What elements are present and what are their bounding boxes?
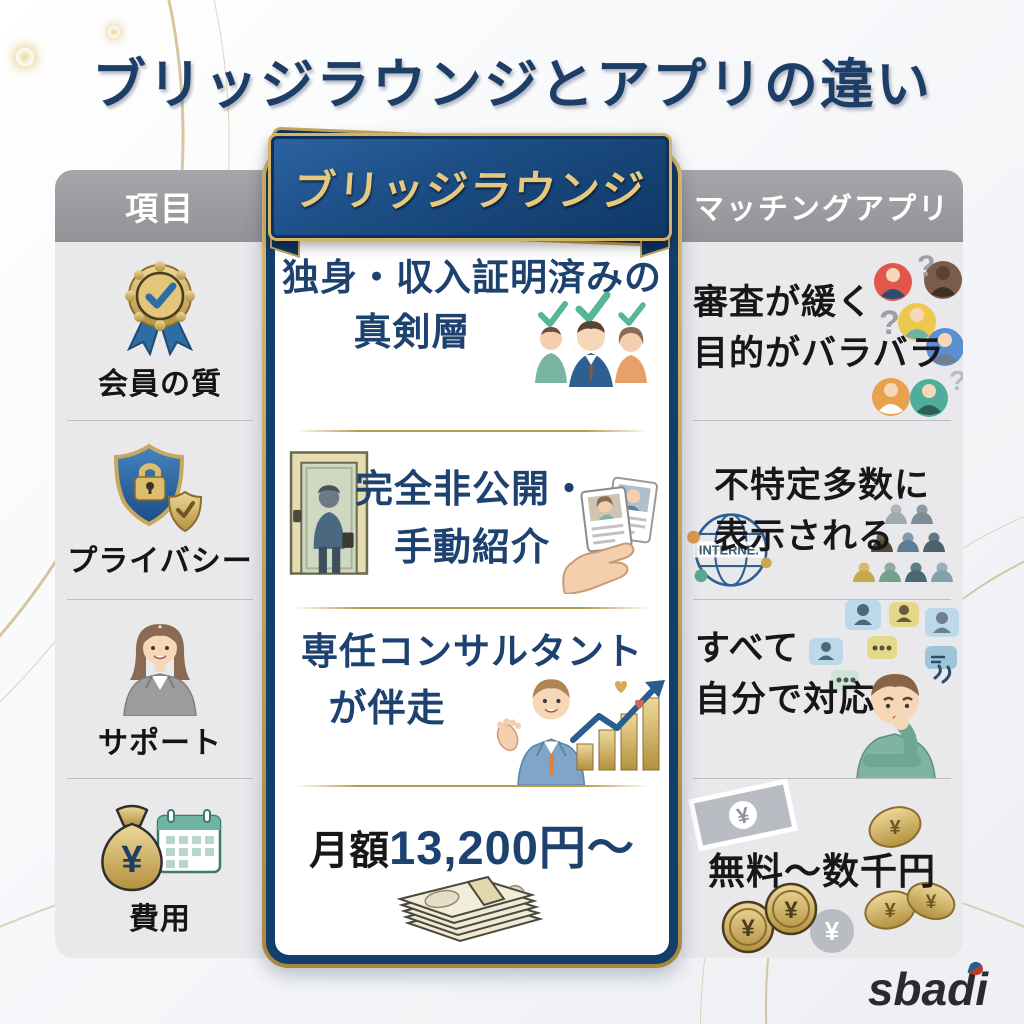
- app-screening-cell: ? ? ? 審査が緩く 目的がバラバラ: [681, 242, 963, 421]
- items-column: 項目 会員の質: [55, 170, 265, 958]
- overwhelmed-user-icon: [809, 600, 959, 779]
- avatar: [924, 261, 962, 299]
- app-header: マッチングアプリ: [681, 170, 963, 242]
- app-column-body: ? ? ? 審査が緩く 目的がバラバラ INTERNE.: [681, 242, 963, 958]
- lounge-cell-text: 完全非公開・: [354, 469, 589, 511]
- chat-bubbles: [809, 600, 959, 691]
- lounge-cell-text: 独身・収入証明済みの: [282, 257, 662, 298]
- lounge-cell-text: 専任コンサルタント: [301, 631, 643, 672]
- app-selfservice-cell: すべて 自分で対応: [681, 600, 963, 779]
- question-mark: ?: [917, 250, 935, 283]
- avatar: [872, 378, 910, 416]
- question-mark: ?: [879, 304, 900, 342]
- gold-heart: [615, 681, 627, 693]
- coins-banknote-icon: ¥ ¥ ¥ ¥ ¥ ¥ ¥: [688, 779, 956, 954]
- calendar: [156, 808, 222, 873]
- waving-hand: [496, 718, 522, 752]
- internet-globe-icon: INTERNE.: [687, 513, 772, 587]
- svg-text:¥: ¥: [121, 839, 142, 881]
- lounge-price-cell: 月額13,200円〜: [275, 785, 669, 953]
- item-label: プライバシー: [67, 544, 253, 578]
- gold-coin: ¥: [764, 882, 818, 936]
- app-column: マッチングアプリ ? ? ? 審査が緩く 目的がバラバラ: [681, 170, 963, 958]
- lounge-cell-text: が伴走: [328, 688, 446, 730]
- medal-icon: [125, 260, 195, 356]
- lounge-card-content: 独身・収入証明済みの 真剣層: [275, 163, 669, 955]
- svg-text:¥: ¥: [889, 817, 901, 839]
- verified-members-icon: [535, 291, 647, 387]
- item-support: サポート: [55, 600, 265, 779]
- svg-text:¥: ¥: [926, 892, 937, 913]
- item-privacy: プライバシー: [55, 421, 265, 600]
- item-label: 会員の質: [98, 367, 222, 401]
- svg-text:¥: ¥: [825, 916, 840, 946]
- price-text: 月額13,200円〜: [309, 821, 635, 874]
- item-label: サポート: [98, 726, 222, 760]
- svg-text:¥: ¥: [784, 897, 798, 924]
- thinking-man: [856, 674, 936, 779]
- person-right: [615, 327, 647, 383]
- lounge-members-cell: 独身・収入証明済みの 真剣層: [275, 235, 669, 430]
- app-cost-cell: ¥ ¥ ¥ ¥ ¥ ¥ ¥ 無料〜数千円: [681, 779, 963, 958]
- app-cell-text: 審査が緩く 目的がバラバラ: [693, 283, 945, 373]
- lounge-card: 独身・収入証明済みの 真剣層: [262, 150, 682, 968]
- gold-coin: ¥: [906, 882, 956, 920]
- gray-coin: [810, 909, 854, 953]
- lounge-ribbon: ブリッジラウンジ: [267, 126, 673, 258]
- lounge-privacy-cell: 完全非公開・ 手動紹介: [275, 430, 669, 607]
- red-heart: [635, 699, 644, 709]
- app-cell-text: 不特定多数に 表示される: [713, 466, 930, 556]
- avatar: [910, 379, 948, 417]
- svg-text:¥: ¥: [884, 900, 896, 922]
- avatar: [926, 328, 963, 366]
- item-label: 費用: [129, 902, 191, 936]
- consultant-icon: [496, 679, 586, 785]
- avatar: [898, 303, 936, 341]
- lounge-cell-text: 真剣層: [353, 312, 471, 354]
- profile-card: [580, 486, 633, 553]
- annoyance-mark: [933, 664, 952, 684]
- question-mark: ?: [949, 365, 963, 396]
- ribbon-front-layer: ブリッジラウンジ: [268, 133, 672, 241]
- man-silhouette: [313, 485, 354, 574]
- person-left: [535, 327, 567, 383]
- support-woman-icon: [123, 623, 197, 716]
- app-cell-text: 無料〜数千円: [708, 851, 936, 892]
- gold-coin: ¥: [721, 900, 775, 954]
- private-door-icon: [289, 451, 369, 575]
- person-center: [569, 321, 613, 387]
- growth-chart-icon: [570, 680, 665, 771]
- item-cost: ¥ 費用: [55, 779, 265, 958]
- hand-cards-icon: [562, 476, 659, 594]
- money-bag: ¥: [101, 804, 163, 891]
- lounge-header: ブリッジラウンジ: [292, 166, 648, 214]
- shield-lock-icon: [113, 443, 203, 532]
- crowd-icon: [853, 504, 953, 582]
- gold-sparkle: [108, 26, 120, 38]
- money-bag-calendar-icon: ¥: [101, 804, 222, 891]
- app-exposure-cell: INTERNE.: [681, 421, 963, 600]
- lounge-card-border: 独身・収入証明済みの 真剣層: [266, 154, 678, 964]
- svg-text:¥: ¥: [741, 915, 755, 942]
- svg-text:INTERNE.: INTERNE.: [699, 542, 759, 557]
- gray-banknote: ¥: [688, 779, 798, 852]
- gold-sparkle: [16, 48, 34, 66]
- lounge-cell-text: 手動紹介: [393, 527, 550, 569]
- page-title: ブリッジラウンジとアプリの違い: [92, 55, 932, 115]
- avatar: [874, 263, 912, 301]
- items-header: 項目: [55, 170, 265, 242]
- mixed-avatars-icon: ? ? ?: [872, 250, 963, 417]
- lounge-consultant-cell: 専任コンサルタント が伴走: [275, 607, 669, 785]
- crowd-rows: [853, 504, 953, 582]
- hand: [562, 542, 635, 594]
- banknote-stack-icon: [396, 875, 544, 943]
- gold-coin: ¥: [868, 806, 922, 848]
- items-column-body: 会員の質 プライバシー: [55, 242, 265, 958]
- app-cell-text: すべて 自分で対応: [695, 629, 876, 719]
- gold-coin: ¥: [864, 890, 916, 930]
- item-member-quality: 会員の質: [55, 242, 265, 421]
